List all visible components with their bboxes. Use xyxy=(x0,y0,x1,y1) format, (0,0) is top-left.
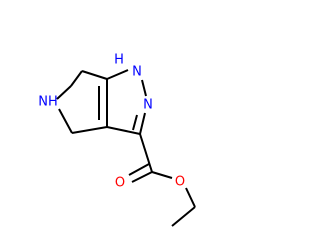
bond-ch2-ch3 xyxy=(171,206,196,227)
atom-label-o-ester: O xyxy=(175,175,185,190)
bond-c6-c6a xyxy=(70,70,83,87)
bond-c6-c6a-2 xyxy=(81,70,108,80)
bonds xyxy=(56,69,196,227)
atom-label-h-top: H xyxy=(114,53,124,68)
structure-drawing: NH H N N O O xyxy=(38,53,196,227)
bond-o-ch2 xyxy=(185,187,196,208)
atom-label-n-top: N xyxy=(132,65,142,80)
atom-labels: NH H N N O O xyxy=(38,53,185,191)
bond-c4-c3a xyxy=(71,126,108,134)
bond-c-o-ester xyxy=(151,171,173,179)
structure-canvas: NH H N N O O xyxy=(38,53,196,227)
bond-n5-c4 xyxy=(58,108,73,134)
atom-label-o-carbonyl: O xyxy=(115,176,125,191)
atom-label-nh-ring: NH xyxy=(38,95,58,110)
bond-c3-c3a xyxy=(106,126,141,135)
bond-n5-c6 xyxy=(56,85,72,100)
bond-n2-c3-inner xyxy=(132,114,138,131)
bond-c-o-double-1 xyxy=(131,171,153,183)
bond-n2-c3 xyxy=(139,112,146,135)
bond-c-o-double-2 xyxy=(128,163,150,176)
atom-label-n-mid: N xyxy=(143,98,153,113)
bond-c3-ccarbonyl xyxy=(139,133,153,173)
bond-c6a-n1 xyxy=(106,69,129,80)
bond-n1-n2 xyxy=(141,79,147,97)
